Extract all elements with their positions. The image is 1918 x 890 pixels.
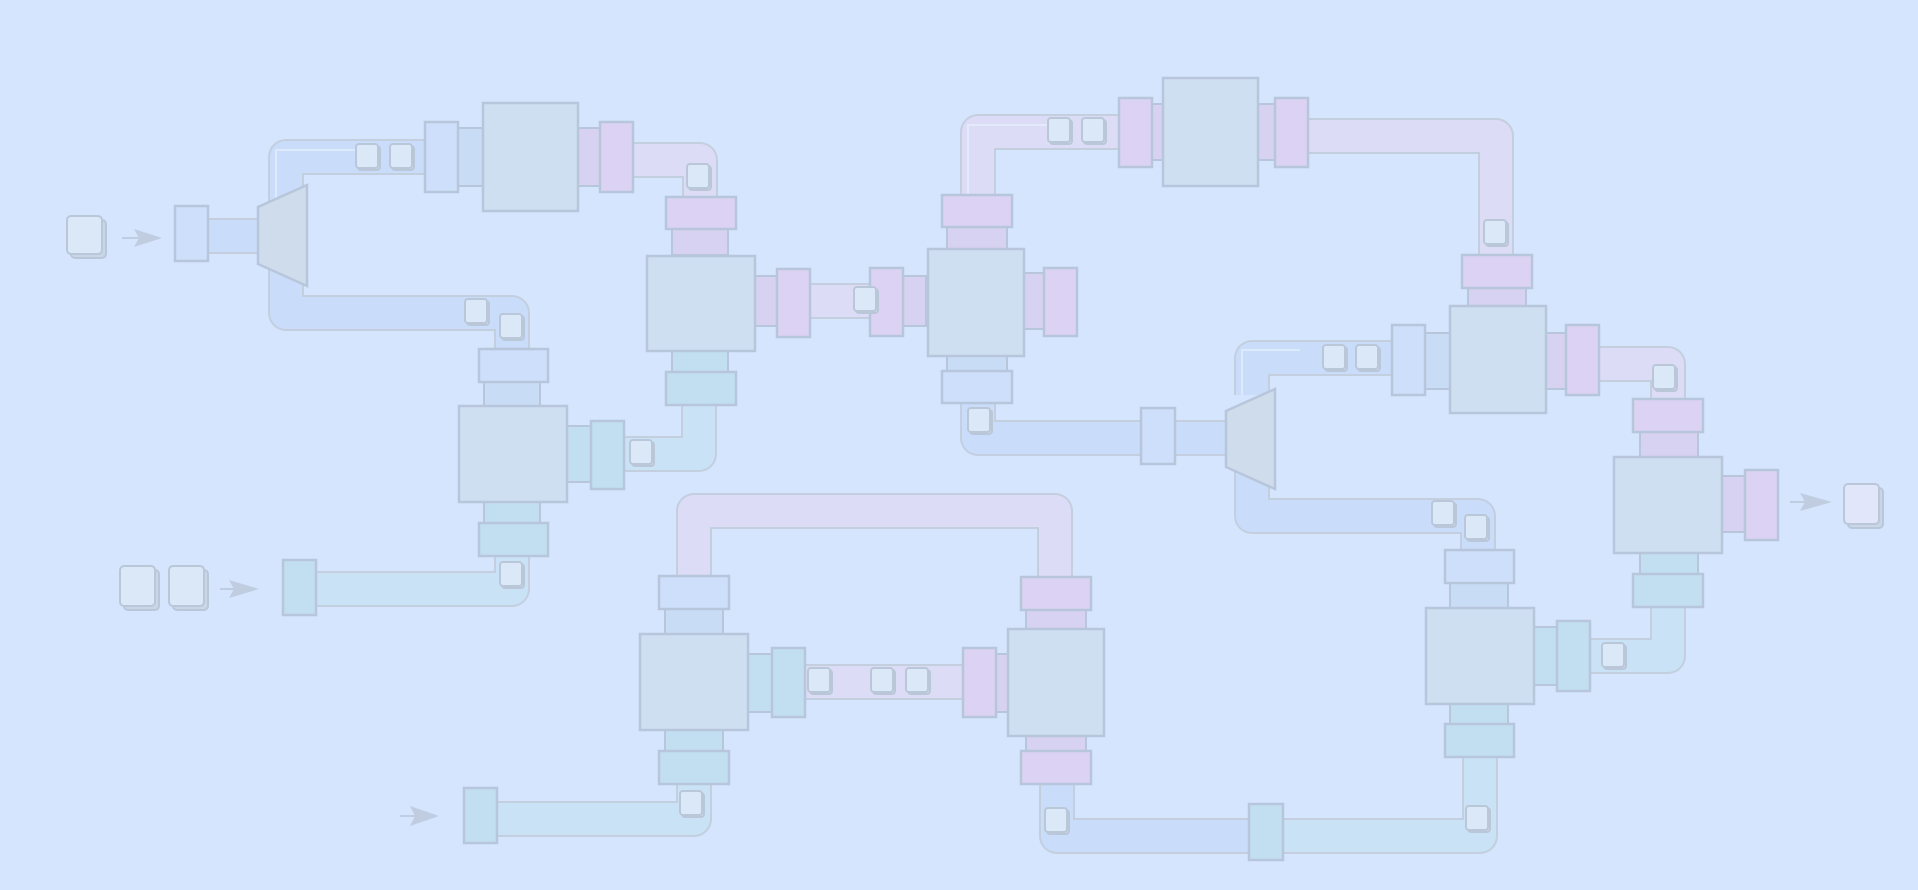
input-top-left[interactable] xyxy=(66,204,210,263)
arrow-right-icon xyxy=(410,806,439,826)
machine[interactable] xyxy=(1390,253,1601,415)
crate-icon xyxy=(1652,364,1678,392)
arrow-right-icon xyxy=(229,580,259,598)
crate-icon xyxy=(355,143,381,171)
machine[interactable] xyxy=(1612,397,1780,609)
crate-icon xyxy=(905,667,931,695)
machine[interactable] xyxy=(457,347,626,558)
crate-icon xyxy=(1044,807,1070,835)
arrow-right-icon xyxy=(134,229,162,247)
machine[interactable] xyxy=(868,193,1079,405)
crate-icon xyxy=(1355,344,1381,372)
crate-icon xyxy=(1483,219,1509,247)
arrow-right-icon xyxy=(1800,493,1832,511)
crate-icon xyxy=(464,298,490,326)
input-bottom-left[interactable] xyxy=(400,786,499,845)
machine[interactable] xyxy=(645,195,812,407)
input-middle-left[interactable] xyxy=(119,558,318,617)
machine[interactable] xyxy=(423,101,635,213)
splitter-funnel[interactable] xyxy=(256,183,309,288)
crate-icon xyxy=(1431,500,1457,528)
crate-icon xyxy=(1047,117,1073,145)
pipe-junction[interactable] xyxy=(1139,406,1177,466)
crate-icon xyxy=(499,561,525,589)
crate-icon xyxy=(1081,117,1107,145)
crates-in-transit xyxy=(355,117,1678,835)
pipe-junction[interactable] xyxy=(1247,802,1285,862)
crate-icon xyxy=(807,667,833,695)
crate-icon xyxy=(967,407,993,435)
output-right[interactable] xyxy=(1790,483,1884,529)
crate-icon xyxy=(1465,805,1491,833)
machine[interactable] xyxy=(1117,76,1310,188)
crate-icon xyxy=(629,439,655,467)
machine[interactable] xyxy=(638,574,807,786)
crate-icon xyxy=(389,143,415,171)
crate-icon xyxy=(679,790,705,818)
crate-icon xyxy=(686,163,712,191)
crate-icon xyxy=(499,313,525,341)
crate-icon xyxy=(870,667,896,695)
crate-icon xyxy=(1601,642,1627,670)
machine[interactable] xyxy=(1424,548,1592,759)
machine[interactable] xyxy=(961,575,1106,786)
crate-icon xyxy=(853,286,879,314)
splitter-funnel[interactable] xyxy=(1224,387,1277,491)
crate-icon xyxy=(1322,344,1348,372)
crate-icon xyxy=(1464,514,1490,542)
